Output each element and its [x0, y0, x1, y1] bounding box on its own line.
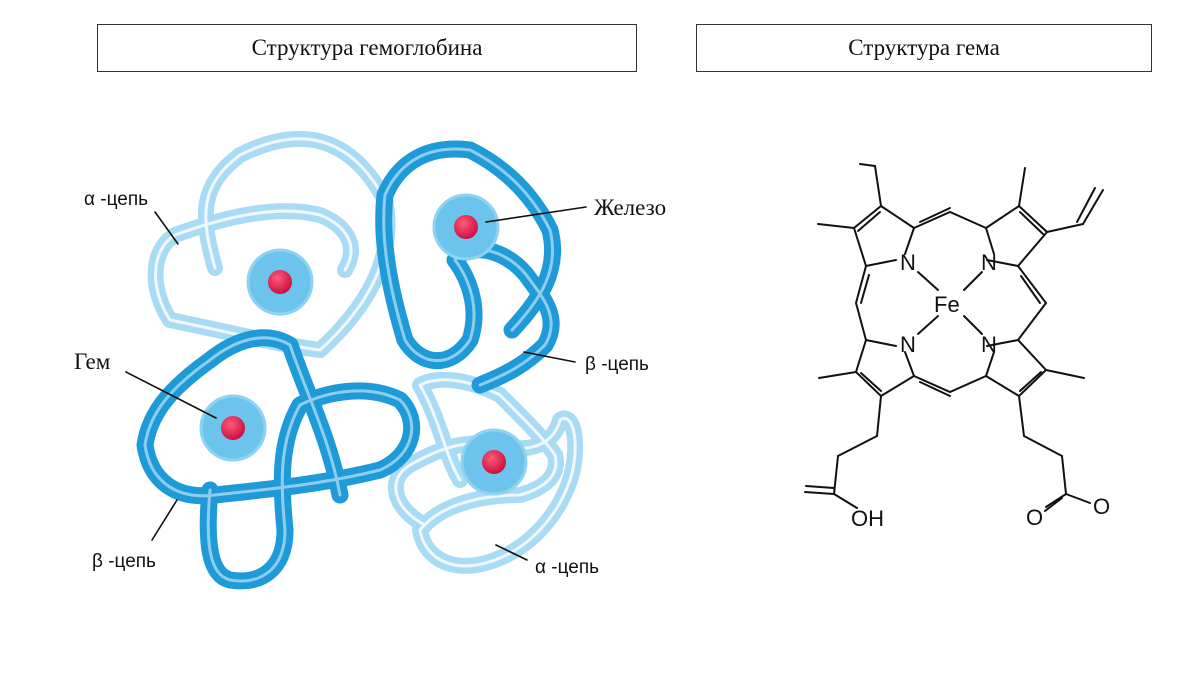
heme-group-4 — [460, 428, 528, 496]
heme-group-2 — [432, 193, 500, 261]
atom-n-bottom-right: N — [981, 332, 997, 357]
heme-group-3 — [199, 394, 267, 462]
atom-o-left: O — [1026, 505, 1043, 530]
leader-lines — [125, 206, 587, 561]
leader-alpha-bottom — [495, 544, 528, 561]
heme-title: Структура гема — [696, 24, 1152, 72]
hemoglobin-diagram: α -цепь Железо β -цепь Гем β -цепь α -це… — [74, 130, 666, 590]
leader-heme — [125, 371, 217, 419]
label-iron: Железо — [594, 195, 666, 220]
hemoglobin-title: Структура гемоглобина — [97, 24, 637, 72]
atom-fe: Fe — [934, 292, 960, 317]
leader-beta-bottom — [151, 499, 178, 541]
alpha-chain-top — [147, 130, 396, 358]
label-beta-chain-bottom: β -цепь — [92, 551, 156, 572]
label-beta-chain-right: β -цепь — [585, 354, 649, 375]
leader-beta-right — [523, 351, 576, 363]
atom-oh: OH — [851, 506, 884, 531]
leader-iron — [485, 206, 587, 223]
label-alpha-chain-bottom: α -цепь — [535, 557, 599, 578]
atom-n-top-left: N — [900, 250, 916, 275]
leader-alpha-top — [154, 211, 179, 245]
heme-structure: N N N N Fe OH O O — [804, 163, 1110, 531]
label-heme: Гем — [74, 349, 111, 374]
label-alpha-chain-top: α -цепь — [84, 189, 148, 210]
atom-n-bottom-left: N — [900, 332, 916, 357]
atom-n-top-right: N — [981, 250, 997, 275]
beta-chain-bottom — [136, 329, 421, 590]
heme-group-1 — [246, 248, 314, 316]
beta-chain-right — [375, 140, 562, 394]
atom-o-right: O — [1093, 494, 1110, 519]
